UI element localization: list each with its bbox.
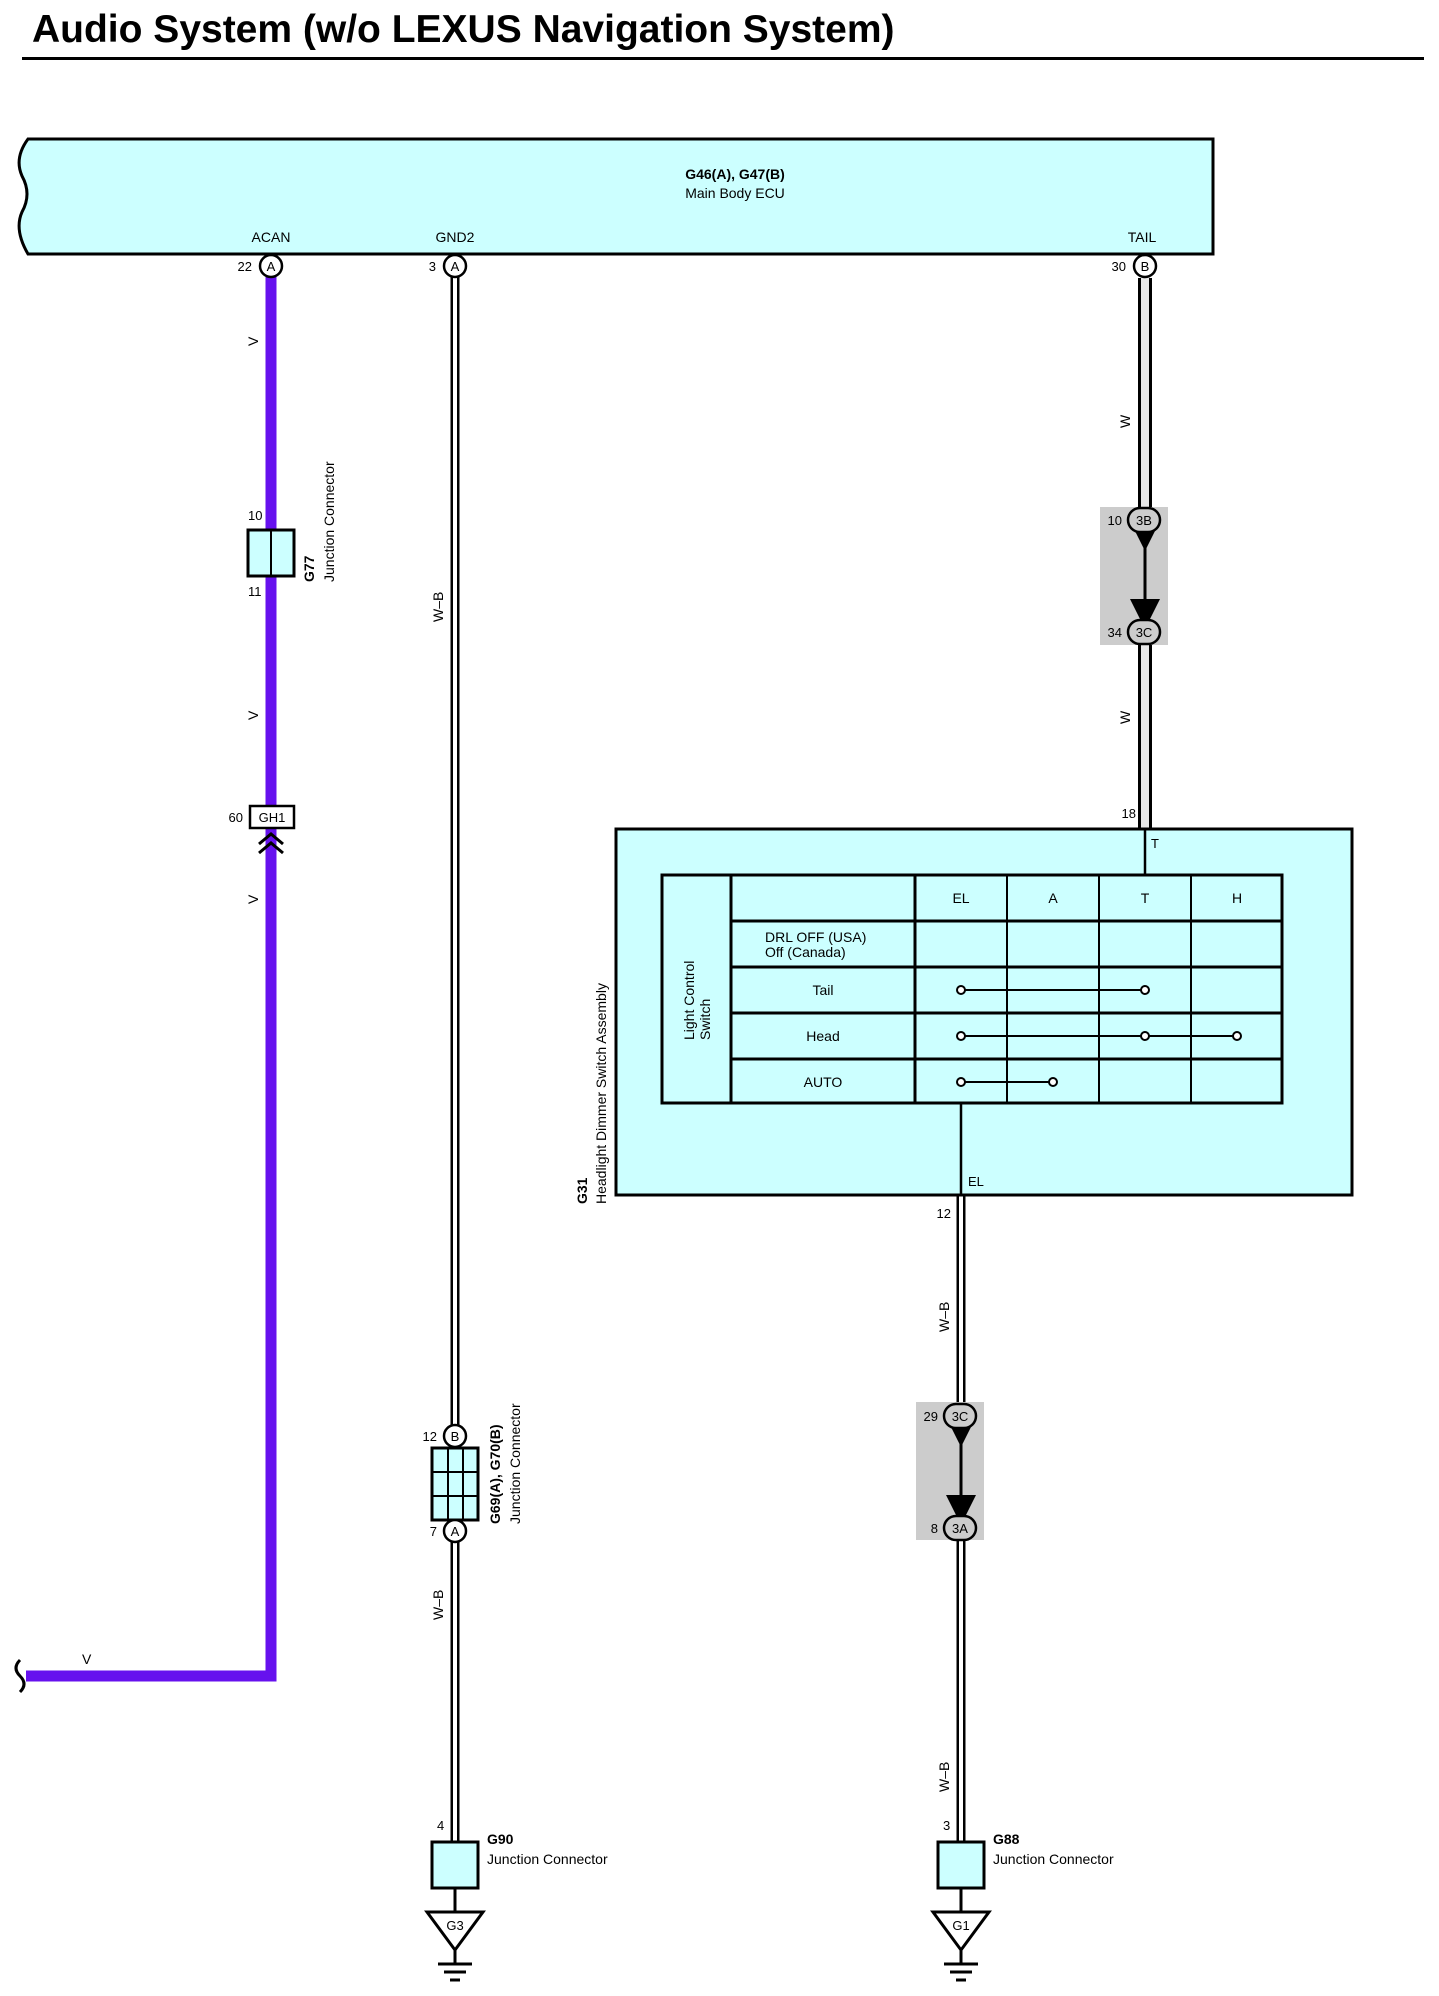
g77-junction-connector: 10 11 G77 Junction Connector	[246, 461, 337, 599]
g90-id: G90	[487, 1831, 514, 1847]
g69-g70-junction-connector: B 12 A 7 G69(A), G70(B) Junction Connect…	[423, 1403, 523, 1544]
g69-conn-top: B	[451, 1429, 460, 1444]
gnd2-pin: A 3	[429, 253, 468, 279]
splice-3c-3a: 3C 29 3A 8	[916, 1402, 984, 1542]
g90-name: Junction Connector	[487, 1851, 608, 1867]
gh1-connector: GH1 60	[229, 804, 296, 855]
v-wire-label-3: V	[245, 894, 261, 904]
g69-conn-bottom: A	[451, 1524, 460, 1539]
switch-name: Headlight Dimmer Switch Assembly	[593, 983, 609, 1204]
v-wire-label-1: V	[245, 336, 261, 346]
switch-column-h: H	[1232, 890, 1242, 906]
g77-id: G77	[301, 555, 317, 582]
splice-bottom-pin-a: 29	[924, 1409, 938, 1424]
switch-term-el: EL	[968, 1174, 984, 1189]
ecu-body	[17, 137, 1215, 256]
v-wire	[26, 276, 277, 1682]
switch-term-t: T	[1151, 836, 1159, 851]
switch-column-t: T	[1141, 890, 1150, 906]
ecu-terminal-tail: TAIL	[1128, 229, 1157, 245]
switch-side-label-1: Light Control	[681, 961, 697, 1040]
switch-row-drl-off: DRL OFF (USA) Off (Canada)	[765, 929, 870, 960]
auto-row-contacts	[956, 1077, 1058, 1087]
splice-top-pin-a: 10	[1108, 513, 1122, 528]
g69-pin-bottom: 7	[430, 1524, 437, 1539]
page-title: Audio System (w/o LEXUS Navigation Syste…	[32, 8, 895, 51]
switch-pin-el: 12	[937, 1206, 951, 1221]
v-wire-label-2: V	[245, 710, 261, 720]
ground-g1: G1	[930, 1888, 992, 1982]
g77-name: Junction Connector	[321, 461, 337, 582]
g88-pin: 3	[943, 1818, 950, 1833]
title-rule	[22, 57, 1424, 60]
tail-wire-label-2: W	[1117, 710, 1133, 724]
v-wire-break	[14, 1658, 26, 1694]
head-row-contacts	[956, 1031, 1242, 1041]
splice-bottom-conn-a: 3C	[952, 1409, 969, 1424]
switch-row-auto: AUTO	[804, 1074, 843, 1090]
switch-column-el: EL	[952, 890, 969, 906]
g90-pin: 4	[437, 1818, 444, 1833]
v-wire-label-4: V	[82, 1651, 92, 1667]
ground-g3: G3	[424, 1888, 486, 1982]
g77-pin-bottom: 11	[248, 584, 262, 599]
switch-side-label-2: Switch	[697, 999, 713, 1040]
switch-pin-t: 18	[1122, 806, 1136, 821]
switch-row-head: Head	[806, 1028, 839, 1044]
splice-3b-3c: 3B 10 3C 34	[1100, 506, 1168, 646]
g77-pin-top: 10	[248, 508, 262, 523]
acan-conn-letter: A	[267, 259, 276, 274]
g69-pin-top: 12	[423, 1429, 437, 1444]
g90-junction-connector: 4 G90 Junction Connector	[430, 1818, 608, 1890]
splice-bottom-conn-b: 3A	[952, 1521, 968, 1536]
light-control-switch-table: Light Control Switch EL A T H DRL OFF (U…	[660, 873, 1284, 1105]
headlight-dimmer-switch-assembly: 18 T EL 12 G31 Headlight Dimmer Switch A…	[574, 806, 1354, 1221]
splice-top-conn-a: 3B	[1136, 513, 1152, 528]
g88-junction-connector: 3 G88 Junction Connector	[936, 1818, 1114, 1890]
ecu-terminal-acan: ACAN	[252, 229, 291, 245]
switch-column-a: A	[1048, 890, 1058, 906]
ground-g1-label: G1	[952, 1918, 969, 1933]
tail-pin-number: 30	[1112, 259, 1126, 274]
el-wire-label-1: W–B	[936, 1302, 952, 1332]
ground-g3-label: G3	[446, 1918, 463, 1933]
splice-top-pin-b: 34	[1108, 625, 1122, 640]
acan-pin: A 22	[238, 253, 284, 279]
g69-name: Junction Connector	[507, 1403, 523, 1524]
switch-row-tail: Tail	[812, 982, 833, 998]
ecu-id: G46(A), G47(B)	[685, 166, 785, 182]
g88-name: Junction Connector	[993, 1851, 1114, 1867]
g69-id: G69(A), G70(B)	[487, 1424, 503, 1524]
switch-row-drl-off-line-1: DRL OFF (USA)	[765, 929, 866, 945]
tail-pin: B 30	[1112, 253, 1158, 279]
acan-pin-number: 22	[238, 259, 252, 274]
gnd2-wire-label-1: W–B	[430, 592, 446, 622]
gh1-pin: 60	[229, 810, 243, 825]
tail-row-contacts	[956, 985, 1150, 995]
ecu-terminal-gnd2: GND2	[436, 229, 475, 245]
tail-wire-label-1: W	[1117, 414, 1133, 428]
gnd2-conn-letter: A	[451, 259, 460, 274]
gh1-id: GH1	[259, 810, 286, 825]
switch-row-drl-off-line-2: Off (Canada)	[765, 944, 846, 960]
gnd2-wire-label-2: W–B	[430, 1590, 446, 1620]
gnd2-pin-number: 3	[429, 259, 436, 274]
ecu-name: Main Body ECU	[685, 185, 785, 201]
splice-top-conn-b: 3C	[1136, 625, 1153, 640]
splice-bottom-pin-b: 8	[931, 1521, 938, 1536]
el-wire-label-2: W–B	[936, 1762, 952, 1792]
g88-id: G88	[993, 1831, 1020, 1847]
switch-id: G31	[574, 1177, 590, 1204]
tail-conn-letter: B	[1141, 259, 1150, 274]
